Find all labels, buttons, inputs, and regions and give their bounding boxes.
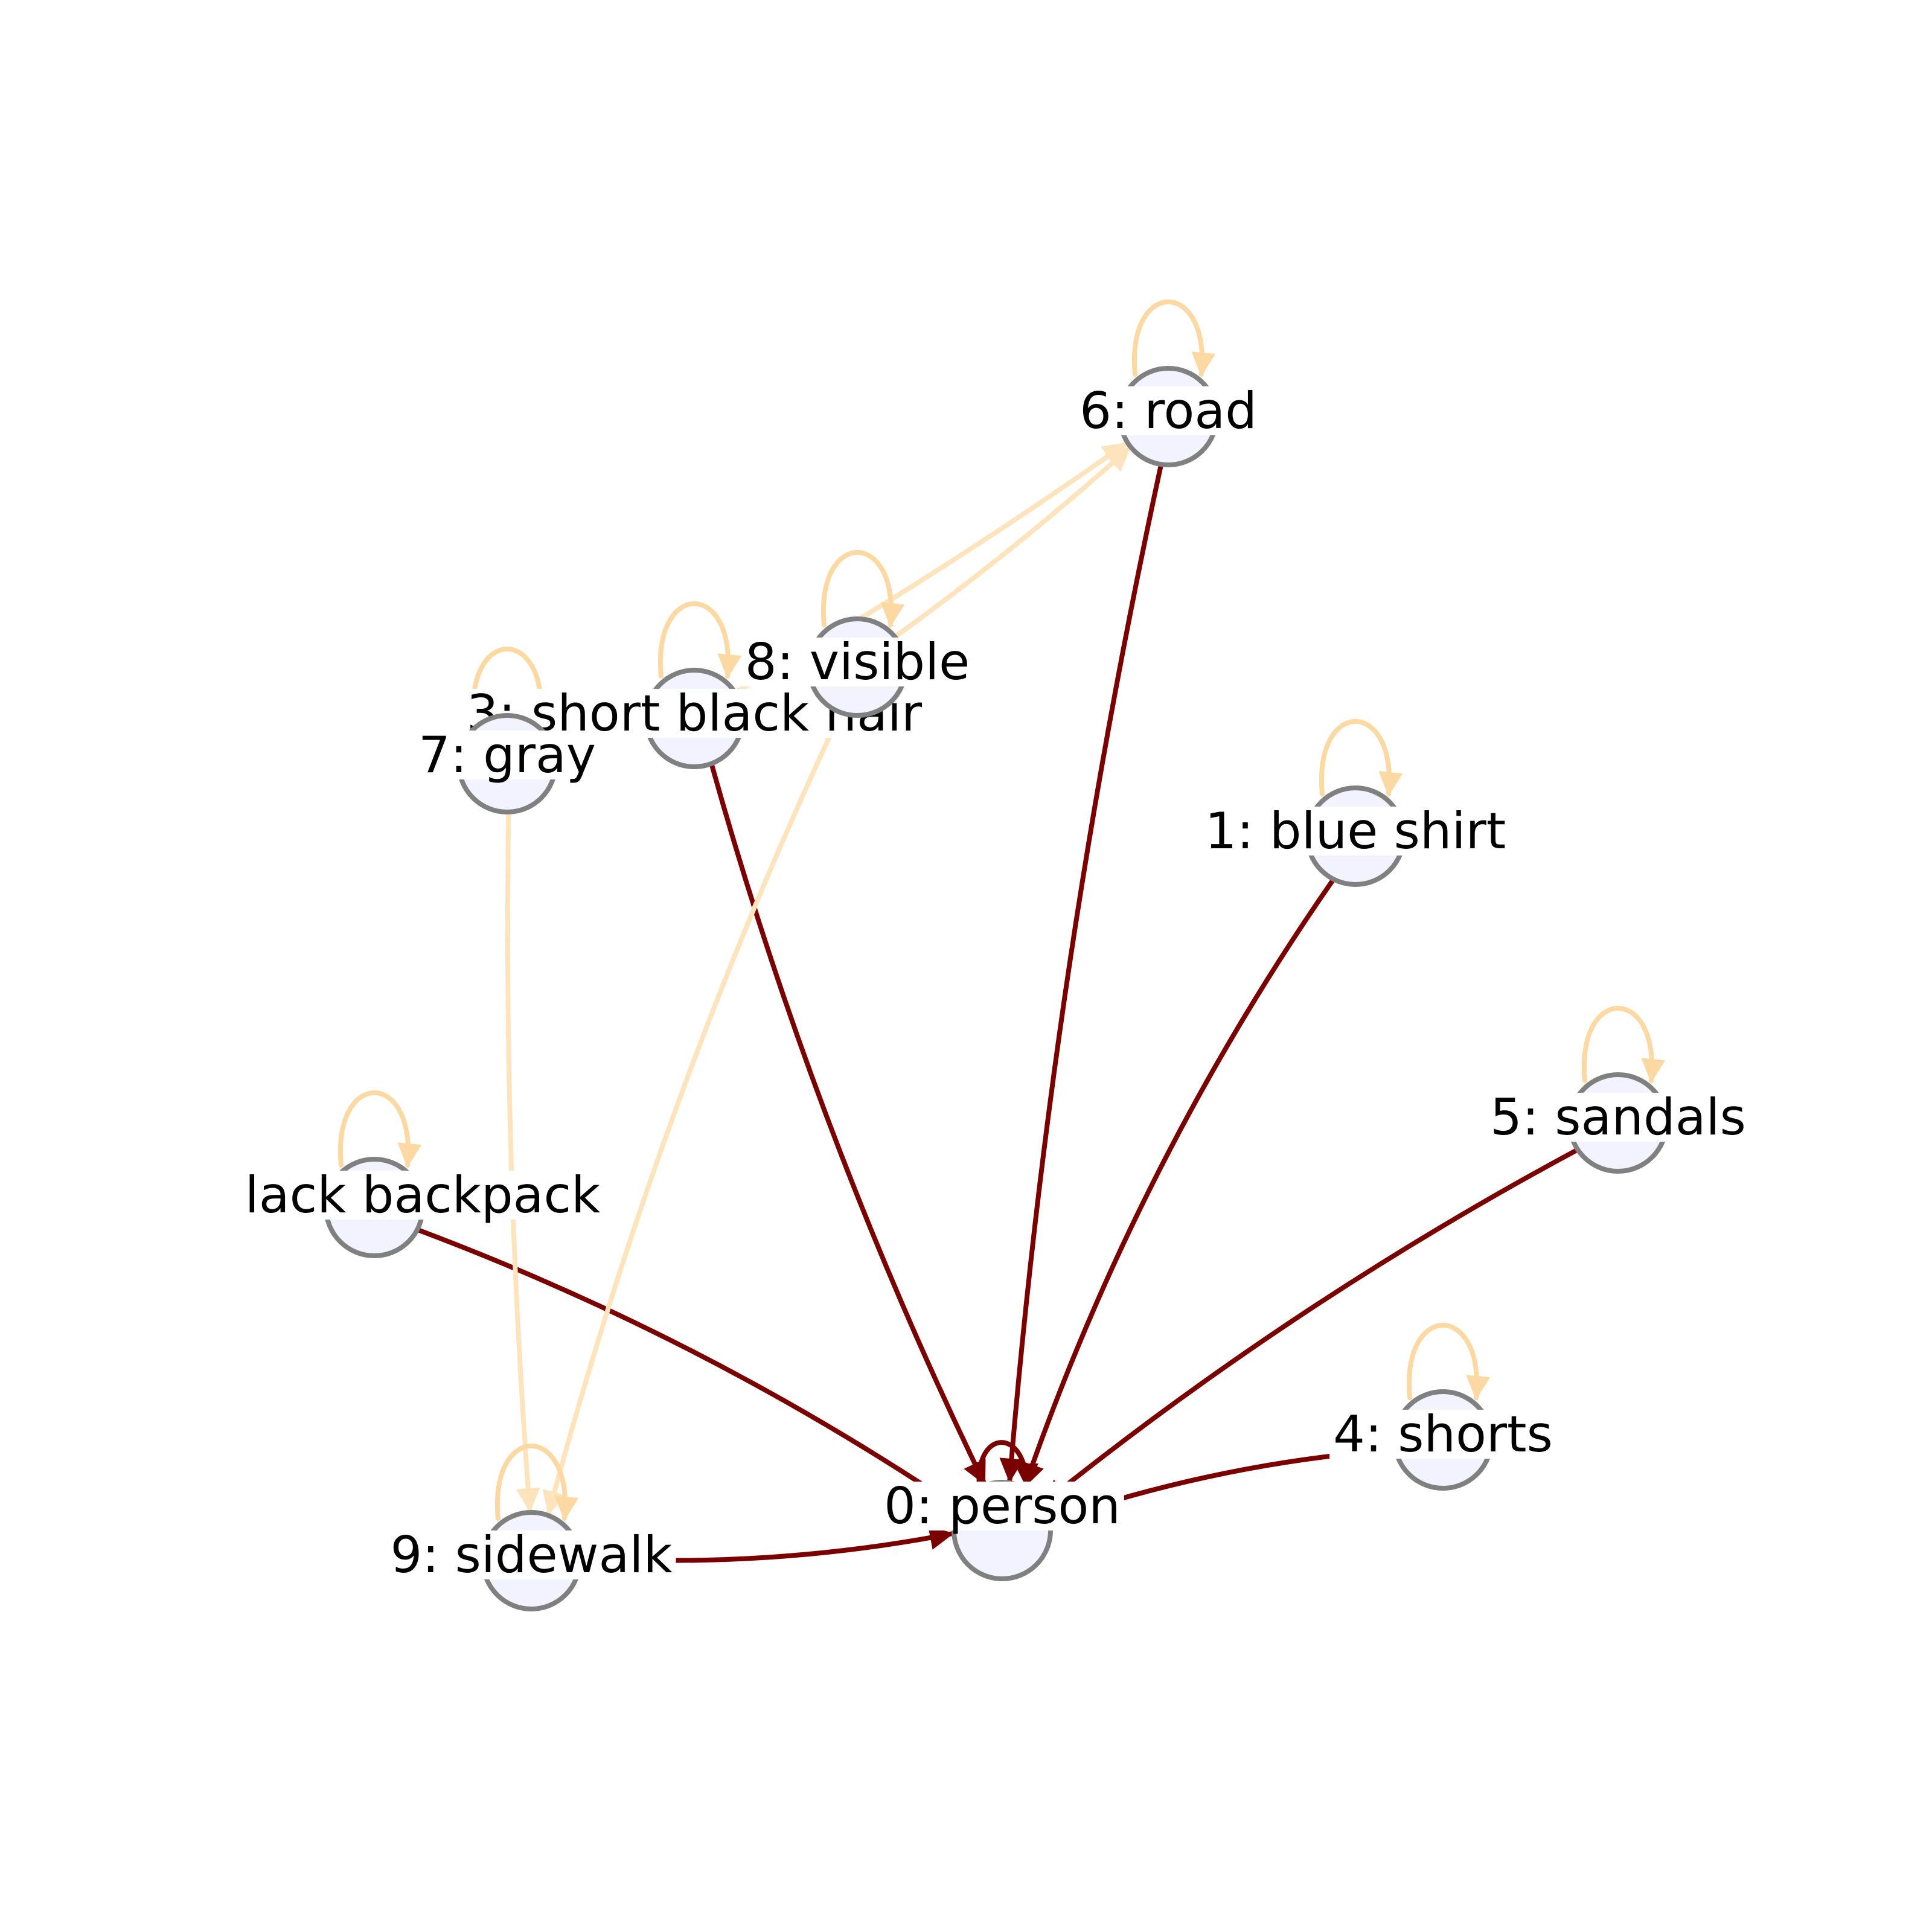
node-label: 4: shorts (1333, 1405, 1553, 1463)
edge-3-to-0 (709, 761, 987, 1486)
edge-8-to-9 (542, 710, 843, 1516)
node-label-background (1486, 1092, 1750, 1142)
node-6: 6: road (1076, 366, 1261, 467)
edge-1-to-1 (1319, 719, 1403, 796)
edge-4-to-4 (1406, 1323, 1491, 1400)
node-label-background (1201, 806, 1510, 856)
edge-6-to-6 (1131, 299, 1216, 377)
node-3: 3: short black hair (462, 668, 926, 769)
edge-3-to-3 (657, 601, 742, 679)
node-label-background (241, 1170, 604, 1220)
edge-9-to-9 (494, 1444, 579, 1521)
edge-6-to-0 (999, 462, 1164, 1483)
node-1: 1: blue shirt (1201, 785, 1510, 887)
node-0: 0: person (880, 1477, 1124, 1581)
nodes-layer: 0: person 1: blue shirt lack backpack 3: sh… (241, 366, 1750, 1611)
node-label-background (880, 1481, 1124, 1531)
edge-0-to-0 (976, 1440, 1038, 1489)
node-label: 9: sidewalk (390, 1526, 672, 1584)
node-label: 6: road (1080, 382, 1257, 440)
edge-7-to-9 (505, 809, 540, 1513)
node-label: 7: gray (418, 726, 596, 784)
node-4: 4: shorts (1329, 1389, 1556, 1491)
node-label: 0: person (884, 1477, 1121, 1535)
edge-1-to-0 (1021, 877, 1336, 1488)
node-label: lack backpack (245, 1166, 601, 1224)
node-label: 8: visible (745, 633, 970, 691)
node-label-background (415, 730, 600, 779)
node-7: 7: gray (415, 713, 600, 814)
node-5: 5: sandals (1486, 1072, 1750, 1174)
node-9: 9: sidewalk (386, 1510, 676, 1611)
node-label-background (1329, 1409, 1556, 1459)
edge-2-to-0 (415, 1227, 960, 1510)
node-label-background (1076, 386, 1261, 435)
node-label-background (741, 637, 974, 686)
edges-layer (337, 299, 1666, 1563)
node-8: 8: visible (741, 616, 974, 718)
node-label-background (386, 1530, 676, 1579)
node-label: 1: blue shirt (1205, 802, 1506, 860)
edge-5-to-0 (1042, 1147, 1581, 1505)
edge-8-to-8 (820, 550, 905, 627)
edge-2-to-2 (337, 1090, 422, 1168)
edge-8-to-6 (892, 446, 1131, 639)
edge-7-to-7 (470, 647, 555, 724)
edge-5-to-5 (1581, 1006, 1666, 1083)
node-label: 5: sandals (1490, 1088, 1746, 1147)
node-2: lack backpack (241, 1157, 604, 1258)
